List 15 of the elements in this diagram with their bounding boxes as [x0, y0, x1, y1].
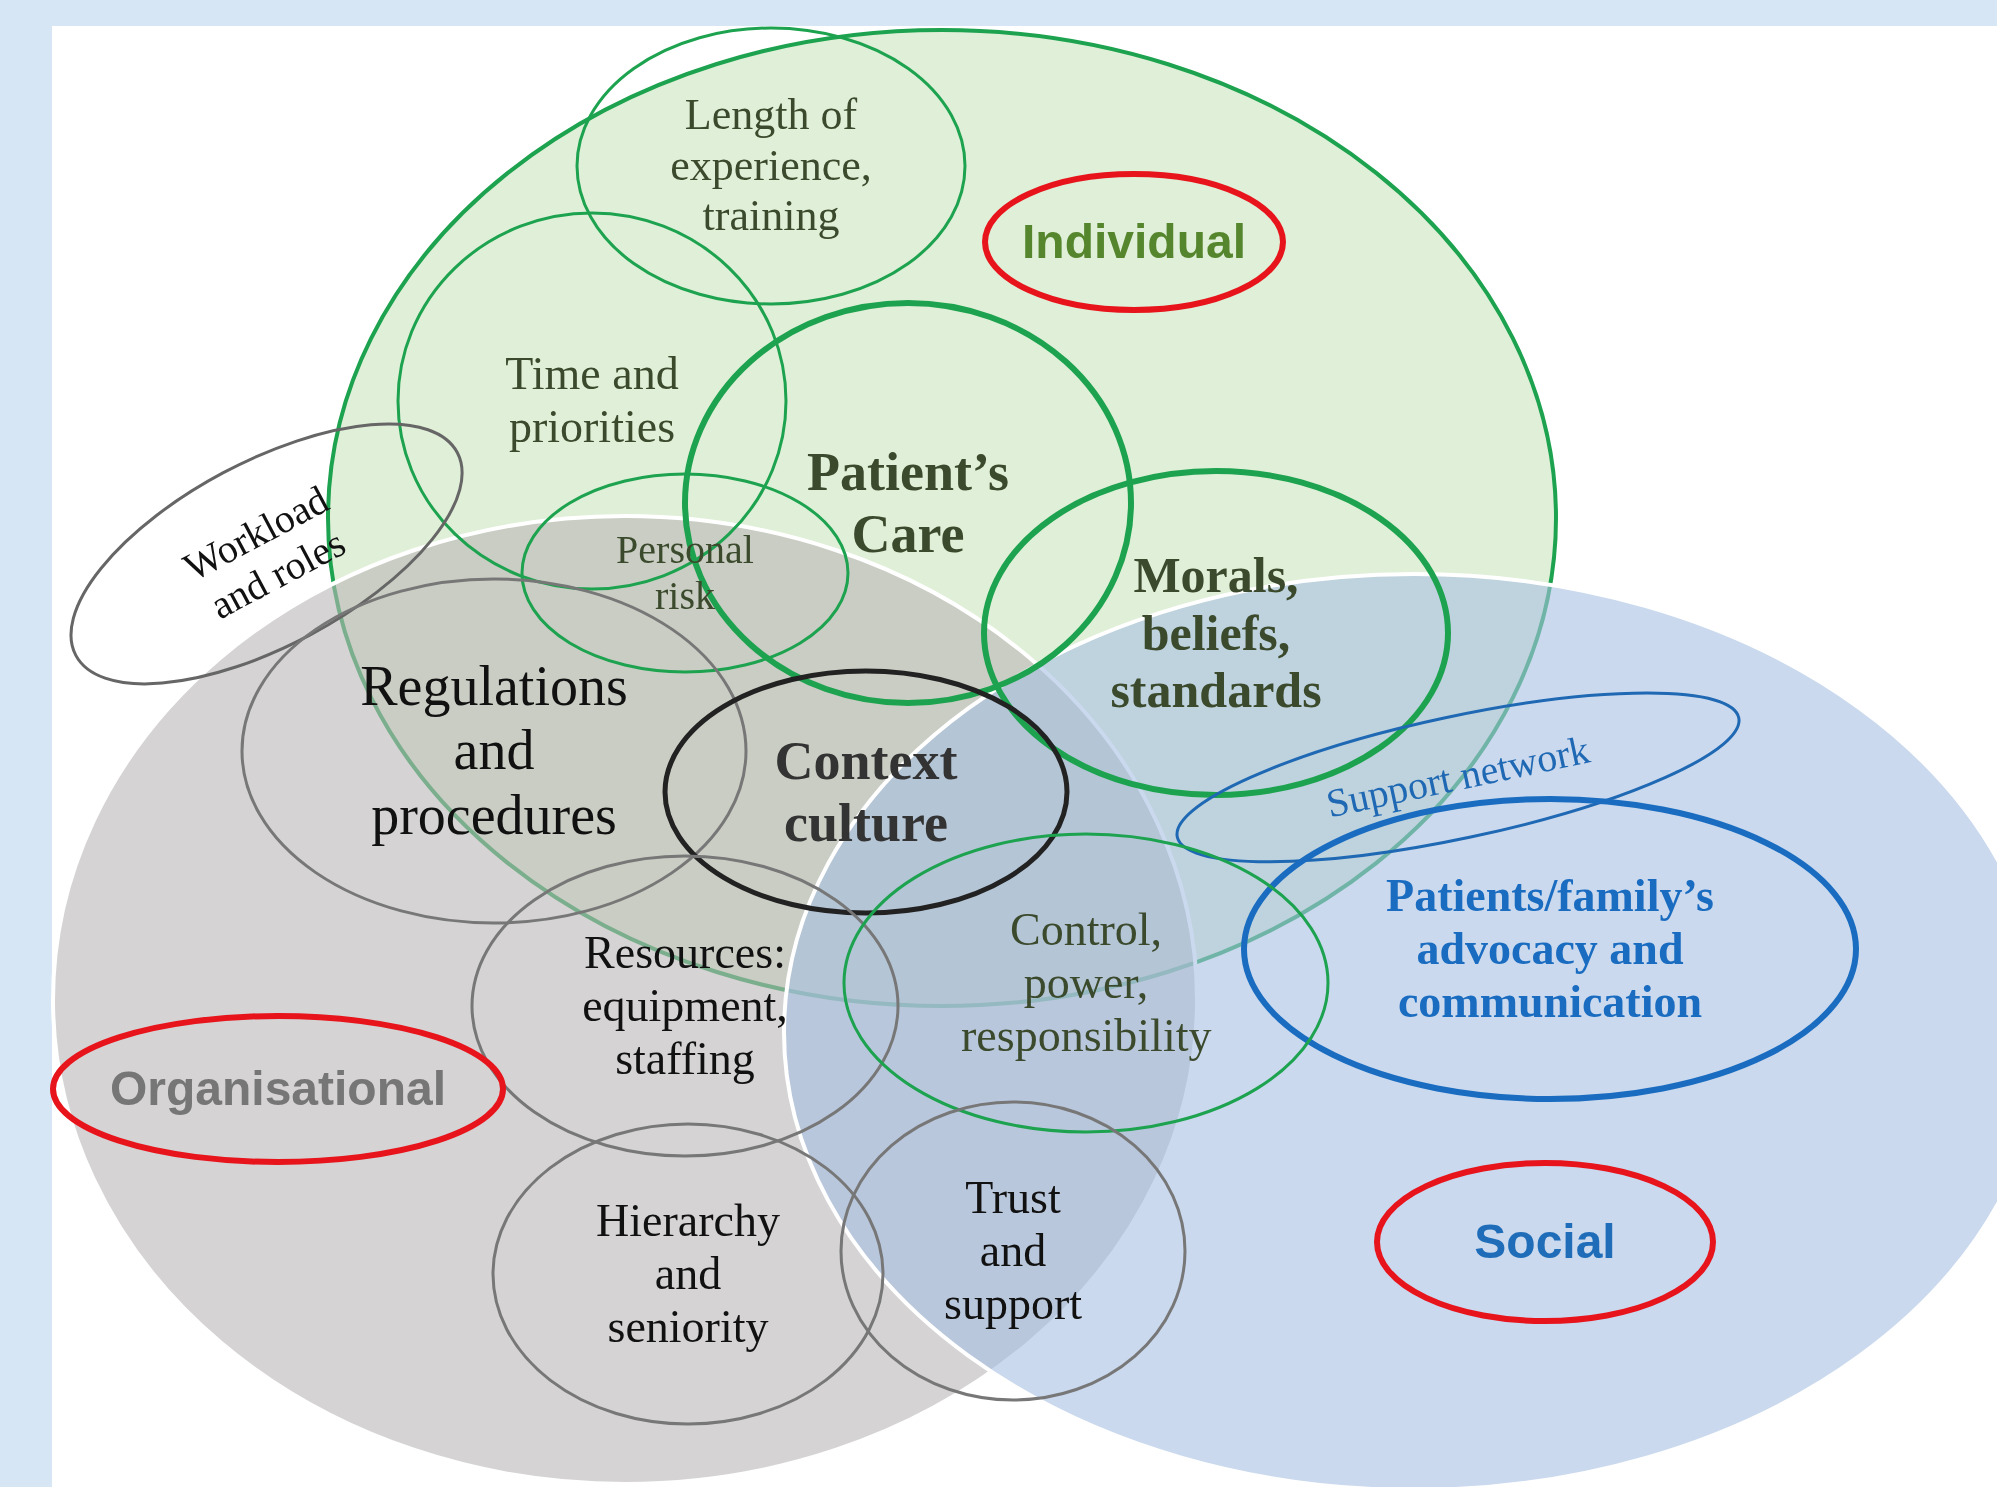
factor-label: Morals, beliefs, standards [1109, 546, 1323, 720]
factor-label: Support network [1321, 725, 1595, 829]
category-label: Social [1473, 1214, 1617, 1270]
factor-label: Trust and support [943, 1171, 1083, 1331]
factor-label: Patients/family’s advocacy and communication [1385, 869, 1715, 1029]
factor-label: Regulations and procedures [359, 654, 629, 848]
category-label: Individual [1021, 214, 1247, 270]
factor-label: Control, power, responsibility [961, 903, 1211, 1063]
factor-label: Time and priorities [504, 348, 680, 454]
factor-label: Patient’s Care [806, 440, 1010, 566]
category-label: Organisational [108, 1061, 448, 1117]
factor-label: Resources: equipment, staffing [581, 926, 789, 1086]
factor-label: Length of experience, training [669, 90, 873, 242]
factor-label: Context culture [773, 729, 959, 855]
factor-label: Hierarchy and seniority [595, 1194, 781, 1354]
